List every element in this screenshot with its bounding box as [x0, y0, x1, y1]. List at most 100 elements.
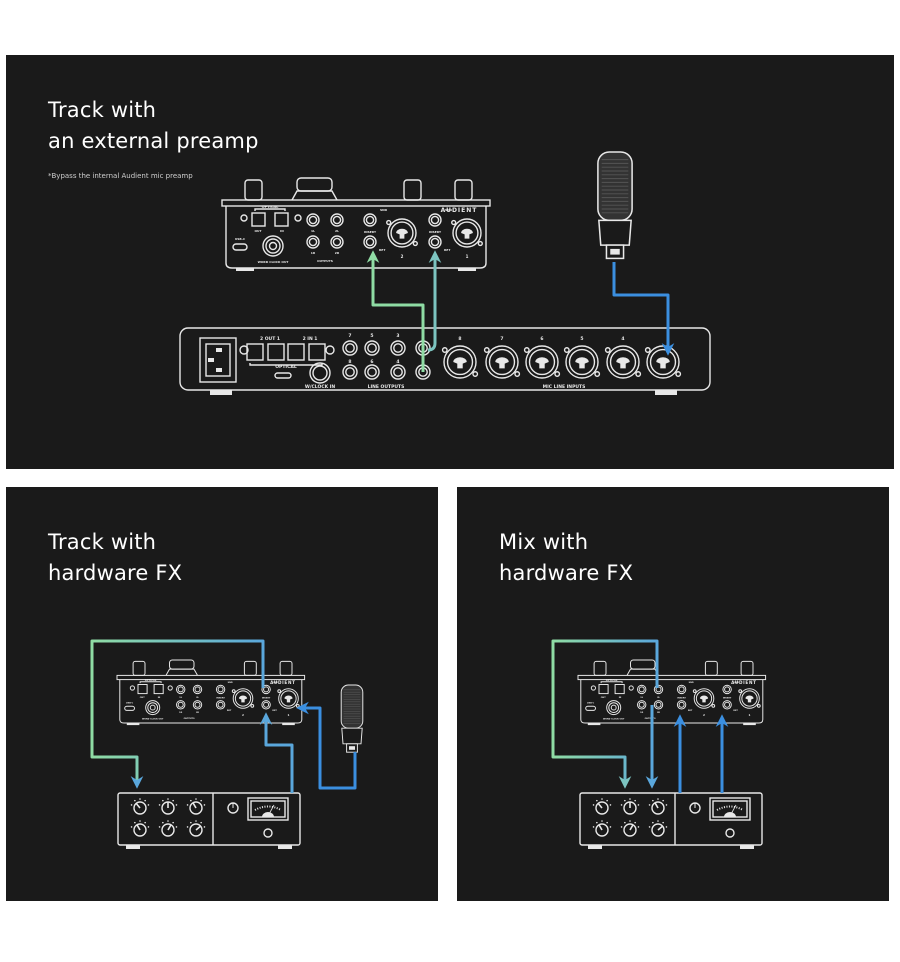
- device-label: IN: [619, 697, 622, 699]
- device-label: 3: [396, 333, 399, 339]
- optical-port: [287, 343, 305, 361]
- device-label: USB-C: [587, 702, 595, 704]
- device-label: OUTPUTS: [184, 718, 195, 720]
- device-label: OPTICAL: [606, 679, 618, 682]
- device-label: 1L: [179, 697, 182, 699]
- jack: [342, 340, 358, 356]
- jack: [428, 213, 442, 227]
- jack: [306, 213, 320, 227]
- device-label: OUT: [601, 697, 606, 699]
- device-label: INSERT: [429, 230, 442, 234]
- microphone: [597, 151, 633, 260]
- device-label: 2: [242, 713, 244, 717]
- device-label: 2: [703, 713, 705, 717]
- cable-mic-to-input: [296, 701, 357, 790]
- device-label: OPTICAL: [262, 205, 280, 209]
- jack: [330, 235, 344, 249]
- xlr-combo-input: [231, 688, 255, 709]
- device-label: 4: [396, 359, 399, 365]
- device-label: 2L: [657, 697, 660, 699]
- brand-label: AUDIENT: [731, 680, 757, 685]
- jack: [176, 684, 186, 695]
- optical-port: [246, 343, 264, 361]
- device-label: LINE OUTPUTS: [368, 384, 405, 390]
- device-label: SND: [273, 682, 278, 684]
- xlr-combo-input: [483, 345, 521, 379]
- jack: [428, 235, 442, 249]
- device-label: WORD CLOCK OUT: [142, 719, 164, 721]
- knob: [158, 820, 178, 837]
- jack: [330, 213, 344, 227]
- device-label: USB-C: [235, 237, 246, 241]
- jack: [342, 364, 358, 380]
- device-label: OUT: [254, 229, 262, 233]
- device-label: 2R: [196, 712, 199, 714]
- device-label: INSERT: [677, 698, 686, 700]
- device-label: 6: [540, 336, 543, 342]
- optical-out-port: [251, 212, 266, 227]
- knob: [186, 798, 206, 815]
- jack: [363, 235, 377, 249]
- jack: [306, 235, 320, 249]
- usb-c-port: [232, 243, 248, 251]
- device-label: 5: [370, 333, 373, 339]
- knob: [244, 179, 263, 201]
- device-label: SND: [228, 682, 233, 684]
- cable-insert-send-to-fx: [90, 639, 265, 789]
- brand-label: AUDIENT: [441, 207, 478, 214]
- device-label: RET: [733, 710, 738, 712]
- device-label: RET: [272, 710, 277, 712]
- hardware-fx-unit: [579, 792, 763, 849]
- xlr-combo-input: [563, 345, 601, 379]
- jack: [364, 340, 380, 356]
- device-label: W/CLOCK IN: [305, 384, 335, 390]
- optical-in-port: [153, 684, 164, 695]
- device-label: 7: [500, 336, 503, 342]
- device-label: INSERT: [216, 698, 225, 700]
- jack: [637, 684, 647, 695]
- panel-title: Track with an external preamp: [48, 98, 259, 153]
- device-label: 1R: [640, 712, 643, 714]
- xlr-combo-input: [692, 688, 716, 709]
- vu-meter: [709, 797, 751, 821]
- device-label: SND: [689, 682, 694, 684]
- knob: [648, 820, 668, 837]
- panel-note: *Bypass the internal Audient mic preamp: [48, 172, 193, 180]
- device-label: 2 IN 1: [303, 336, 318, 342]
- device-label: RET: [379, 248, 386, 252]
- xlr-combo-input: [738, 688, 761, 709]
- jack: [390, 364, 406, 380]
- device-label: 2: [401, 254, 404, 259]
- device-label: 8: [458, 336, 461, 342]
- cable-fx-to-insert-return: [259, 712, 294, 793]
- device-label: RET: [444, 248, 451, 252]
- device-label: INSERT: [262, 698, 271, 700]
- cable-line-out-to-insert-2: [366, 250, 425, 372]
- device-label: 4: [621, 336, 624, 342]
- device-label: OPTICAL: [275, 364, 297, 370]
- main-knob: [296, 177, 333, 192]
- knob: [132, 660, 146, 676]
- device-label: 2R: [657, 712, 660, 714]
- optical-in-port: [614, 684, 625, 695]
- xlr-combo-input: [604, 345, 642, 379]
- device-label: SND: [445, 208, 453, 212]
- device-label: 2L: [196, 697, 199, 699]
- knob: [620, 798, 640, 815]
- knob: [592, 798, 612, 815]
- knob: [130, 820, 150, 837]
- device-label: OUT: [140, 697, 145, 699]
- jack: [676, 700, 687, 710]
- panel-title: Mix with hardware FX: [499, 530, 634, 585]
- jack: [722, 700, 732, 710]
- panel-external-preamp: Track with an external preamp *Bypass th…: [6, 55, 894, 469]
- device-label: 7: [348, 333, 351, 339]
- knob: [593, 660, 607, 676]
- device-label: OPTICAL: [145, 679, 157, 682]
- jack: [176, 700, 186, 710]
- xlr-combo-input: [441, 345, 479, 379]
